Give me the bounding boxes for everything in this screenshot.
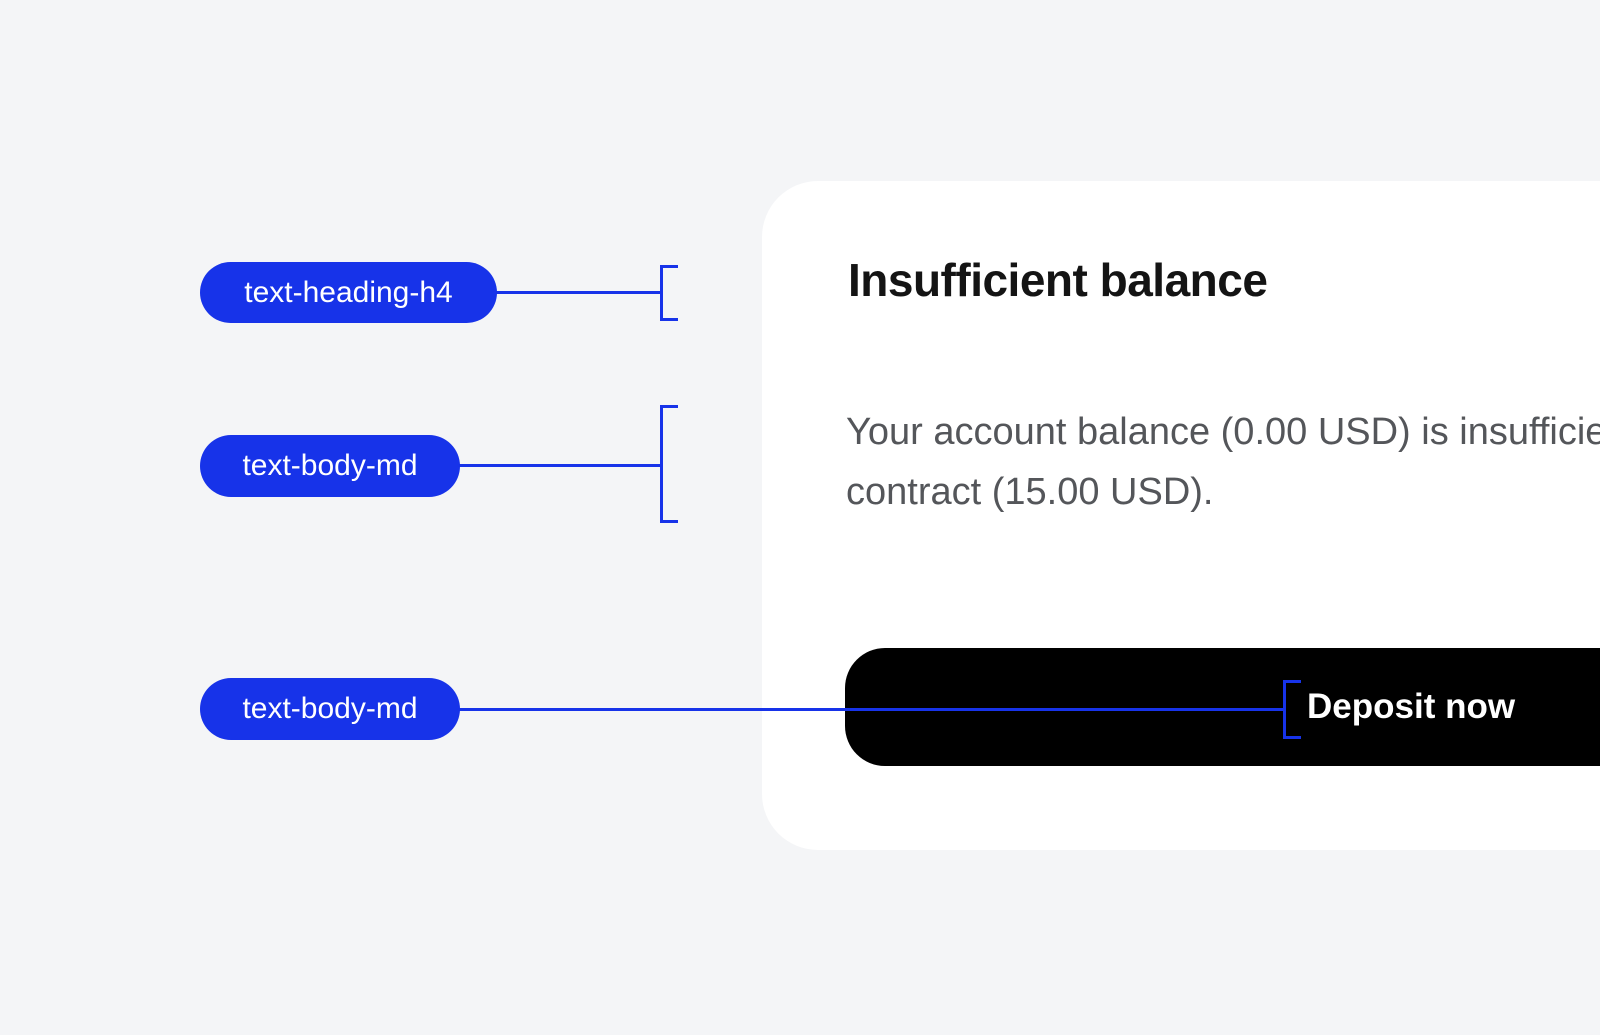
annotation-connector-line-body <box>430 464 660 467</box>
dialog-card: Insufficient balance Your account balanc… <box>762 181 1600 850</box>
annotation-pill-text-heading-h4: text-heading-h4 <box>200 262 497 323</box>
annotation-bracket-heading-icon <box>660 265 678 321</box>
dialog-body: Your account balance (0.00 USD) is insuf… <box>846 402 1600 522</box>
annotation-pill-text-body-md-button: text-body-md <box>200 678 460 740</box>
annotation-connector-line-heading <box>430 291 660 294</box>
dialog-body-line-2: contract (15.00 USD). <box>846 471 1214 513</box>
annotation-bracket-body-icon <box>660 405 678 523</box>
deposit-now-button[interactable]: Deposit now <box>845 648 1600 766</box>
dialog-body-line-1: Your account balance (0.00 USD) is insuf… <box>846 411 1600 453</box>
deposit-now-button-label: Deposit now <box>1307 687 1516 726</box>
annotation-bracket-button-icon <box>1283 680 1301 739</box>
annotation-connector-line-button <box>430 708 1283 711</box>
annotation-pill-text-body-md-paragraph: text-body-md <box>200 435 460 497</box>
dialog-title: Insufficient balance <box>848 254 1268 306</box>
